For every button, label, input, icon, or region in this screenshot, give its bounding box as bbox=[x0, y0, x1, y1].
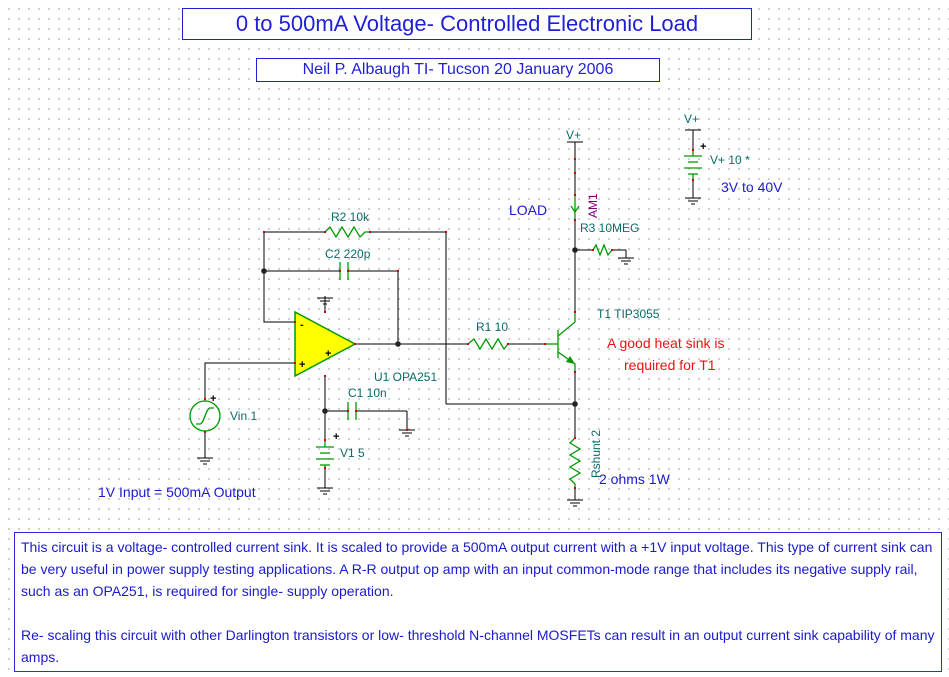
junction-dots bbox=[261, 247, 578, 414]
shunt-value-note: 2 ohms 1W bbox=[599, 471, 671, 487]
rshunt-label: Rshunt 2 bbox=[589, 430, 603, 478]
opamp-plus-sign: + bbox=[299, 359, 305, 371]
r3-label: R3 10MEG bbox=[580, 221, 639, 235]
vplus-source-label: V+ 10 * bbox=[710, 153, 750, 167]
c1-label: C1 10n bbox=[348, 386, 387, 400]
opamp-supply-plus-sign: + bbox=[325, 348, 331, 360]
v1-plus-sign: + bbox=[333, 431, 339, 443]
vplus-plus-sign: + bbox=[700, 141, 706, 153]
r2-resistor bbox=[324, 225, 370, 239]
r1-resistor bbox=[467, 337, 509, 351]
diagram-title: 0 to 500mA Voltage- Controlled Electroni… bbox=[182, 8, 752, 40]
c2-capacitor bbox=[339, 262, 349, 280]
u1-opamp bbox=[294, 310, 357, 378]
am1-ammeter bbox=[570, 195, 580, 220]
description-box: This circuit is a voltage- controlled cu… bbox=[14, 532, 942, 672]
heatsink-note-line1: A good heat sink is bbox=[607, 335, 725, 351]
v1-label: V1 5 bbox=[340, 446, 365, 460]
rshunt-resistor bbox=[568, 437, 582, 488]
vin-plus-sign: + bbox=[210, 393, 216, 405]
io-ratio-note: 1V Input = 500mA Output bbox=[98, 484, 256, 500]
v1-battery bbox=[316, 440, 334, 468]
t1-transistor bbox=[545, 312, 576, 372]
r1-label: R1 10 bbox=[476, 320, 508, 334]
heatsink-note-line2: required for T1 bbox=[624, 357, 716, 373]
wires bbox=[204, 130, 694, 500]
u1-label: U1 OPA251 bbox=[374, 370, 437, 384]
opamp-minus-sign: - bbox=[300, 319, 304, 331]
author-line: Neil P. Albaugh TI- Tucson 20 January 20… bbox=[256, 58, 660, 82]
vin-label: Vin 1 bbox=[230, 409, 257, 423]
c1-capacitor bbox=[347, 402, 357, 420]
r2-label: R2 10k bbox=[331, 210, 370, 224]
vplus-net-label: V+ bbox=[566, 128, 581, 142]
description-paragraph-1: This circuit is a voltage- controlled cu… bbox=[21, 539, 933, 599]
am1-label: AM1 bbox=[586, 193, 600, 218]
supply-range-note: 3V to 40V bbox=[721, 179, 783, 195]
c2-label: C2 220p bbox=[325, 247, 371, 261]
pin-markers bbox=[204, 149, 694, 489]
t1-label: T1 TIP3055 bbox=[597, 307, 660, 321]
description-paragraph-2: Re- scaling this circuit with other Darl… bbox=[21, 627, 935, 665]
ground-symbols bbox=[197, 129, 701, 507]
vplus-battery bbox=[684, 150, 702, 180]
r3-resistor bbox=[592, 243, 613, 257]
load-label: LOAD bbox=[509, 202, 547, 218]
vplus-net-label-right: V+ bbox=[684, 112, 699, 126]
